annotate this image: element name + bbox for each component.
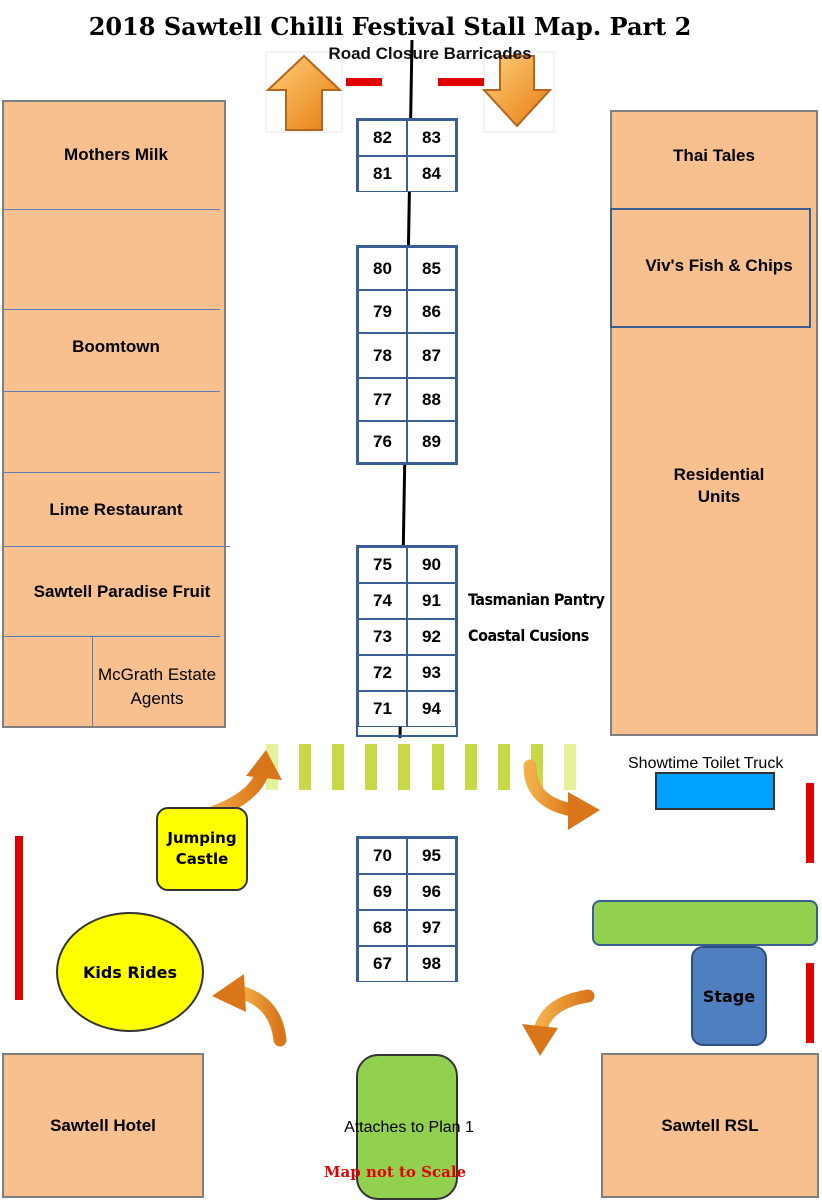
- curved-arrow-icon: [199, 750, 282, 822]
- sawtell-hotel-label: Sawtell Hotel: [50, 1115, 156, 1135]
- divider: [92, 636, 93, 726]
- toilet-truck-label: Showtime Toilet Truck: [628, 755, 784, 772]
- crossing-stripe: [497, 744, 510, 790]
- stall-76[interactable]: 76: [358, 421, 407, 463]
- stall-98[interactable]: 98: [407, 946, 456, 982]
- stall-84[interactable]: 84: [407, 156, 456, 192]
- stall-96[interactable]: 96: [407, 874, 456, 910]
- sawtell-rsl: Sawtell RSL: [601, 1053, 819, 1198]
- divider: [4, 209, 220, 210]
- stall-74[interactable]: 74: [358, 583, 407, 619]
- stage: Stage: [691, 946, 767, 1046]
- barricade-bar: [346, 78, 382, 86]
- curved-arrow-icon: [523, 759, 600, 830]
- stall-80[interactable]: 80: [358, 247, 407, 290]
- shop-lime-restaurant: Lime Restaurant: [49, 500, 183, 519]
- stall-79[interactable]: 79: [358, 290, 407, 333]
- curved-arrow-icon: [212, 974, 287, 1047]
- kids-rides-label: Kids Rides: [82, 962, 178, 982]
- stage-front: [592, 900, 818, 946]
- shop-boomtown: Boomtown: [72, 337, 160, 356]
- attaches-to-plan-1-label: Attaches to Plan 1: [344, 1119, 474, 1136]
- shop-mothers-milk: Mothers Milk: [64, 145, 168, 164]
- toilet-truck: [655, 772, 775, 810]
- stall-67[interactable]: 67: [358, 946, 407, 982]
- plan-1-connector: [356, 1054, 458, 1200]
- crossing-stripe: [464, 744, 477, 790]
- curved-arrow-icon: [522, 989, 595, 1056]
- stall-75[interactable]: 75: [358, 547, 407, 583]
- map-not-to-scale-label: Map not to Scale: [323, 1163, 467, 1181]
- crossing-stripe: [365, 744, 378, 790]
- divider: [4, 546, 230, 547]
- stall-90[interactable]: 90: [407, 547, 456, 583]
- residential-units: Residential Units: [673, 465, 765, 506]
- map-title: 2018 Sawtell Chilli Festival Stall Map. …: [88, 12, 692, 41]
- stall-93[interactable]: 93: [407, 655, 456, 691]
- stall-85[interactable]: 85: [407, 247, 456, 290]
- road-closure-label: Road Closure Barricades: [328, 44, 532, 63]
- barricade-bar: [806, 783, 814, 863]
- shop-mcgrath: McGrath Estate Agents: [97, 665, 217, 708]
- stall-89[interactable]: 89: [407, 421, 456, 463]
- barricade-graphic: [265, 51, 555, 133]
- jumping-castle: Jumping Castle: [156, 807, 248, 891]
- crossing-stripe: [431, 744, 444, 790]
- shop-vivs-fish-chips: Viv's Fish & Chips: [645, 256, 793, 275]
- up-arrow-icon: [265, 51, 343, 133]
- stall-92[interactable]: 92: [407, 619, 456, 655]
- barricade-bar: [438, 78, 484, 86]
- stall-73[interactable]: 73: [358, 619, 407, 655]
- stall-78[interactable]: 78: [358, 333, 407, 378]
- stall-95[interactable]: 95: [407, 838, 456, 874]
- stall-91[interactable]: 91: [407, 583, 456, 619]
- stall-83[interactable]: 83: [407, 120, 456, 156]
- divider: [4, 472, 220, 473]
- shop-thai-tales: Thai Tales: [673, 146, 755, 165]
- kids-rides: Kids Rides: [56, 912, 204, 1032]
- stall-label-coastal-cusions: Coastal Cusions: [468, 626, 589, 645]
- divider: [4, 391, 220, 392]
- stall-71[interactable]: 71: [358, 691, 407, 727]
- stall-label-tasmanian-pantry: Tasmanian Pantry: [468, 590, 605, 609]
- stall-86[interactable]: 86: [407, 290, 456, 333]
- stall-82[interactable]: 82: [358, 120, 407, 156]
- crossing-stripe: [563, 744, 576, 790]
- crossing-stripe: [299, 744, 312, 790]
- stall-97[interactable]: 97: [407, 910, 456, 946]
- crossing-stripe: [332, 744, 345, 790]
- stall-81[interactable]: 81: [358, 156, 407, 192]
- barricade-bar: [806, 963, 814, 1043]
- right-building-block: [610, 110, 818, 736]
- stall-94[interactable]: 94: [407, 691, 456, 727]
- stall-69[interactable]: 69: [358, 874, 407, 910]
- shop-sawtell-paradise-fruit: Sawtell Paradise Fruit: [33, 582, 211, 601]
- stage-label: Stage: [702, 986, 756, 1006]
- stall-88[interactable]: 88: [407, 378, 456, 421]
- sawtell-hotel: Sawtell Hotel: [2, 1053, 204, 1198]
- jumping-castle-label: Jumping Castle: [167, 829, 237, 868]
- left-building-block: [2, 100, 226, 728]
- stall-87[interactable]: 87: [407, 333, 456, 378]
- stall-70[interactable]: 70: [358, 838, 407, 874]
- crossing-stripe: [398, 744, 411, 790]
- divider: [4, 636, 220, 637]
- vivs-outline: [610, 208, 811, 328]
- stall-72[interactable]: 72: [358, 655, 407, 691]
- divider: [4, 309, 220, 310]
- stall-68[interactable]: 68: [358, 910, 407, 946]
- stall-77[interactable]: 77: [358, 378, 407, 421]
- sawtell-rsl-label: Sawtell RSL: [661, 1115, 759, 1135]
- down-arrow-icon: [481, 51, 555, 133]
- barricade-bar: [15, 836, 23, 1000]
